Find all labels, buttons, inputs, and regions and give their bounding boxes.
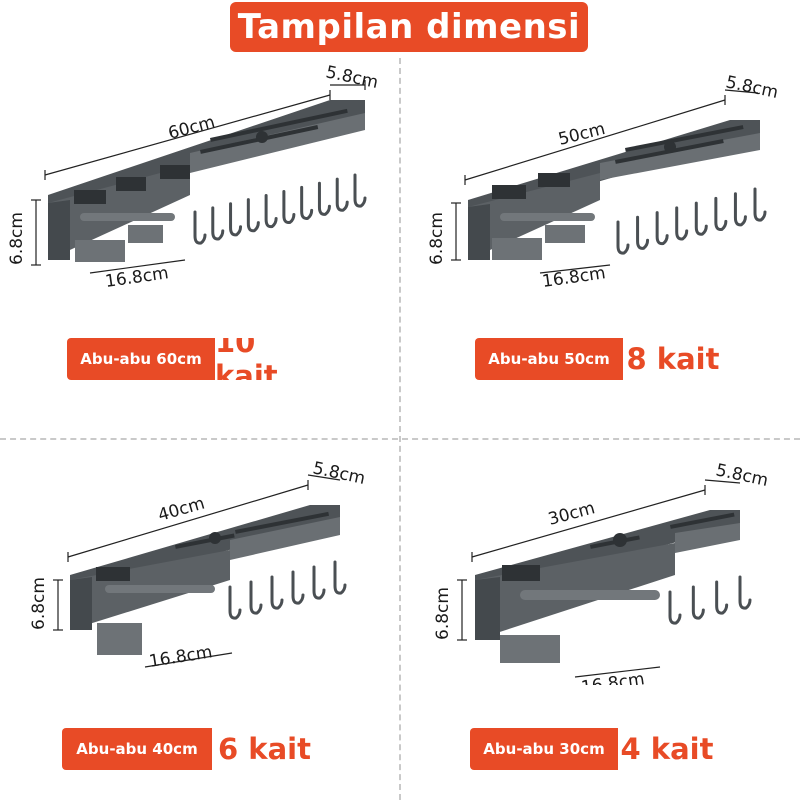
hook-5 xyxy=(312,565,326,600)
hook-3 xyxy=(655,211,669,246)
width-label-60cm: 16.8cm xyxy=(104,263,170,292)
depth-label-40cm: 5.8cm xyxy=(311,458,367,489)
hook-6 xyxy=(333,560,347,595)
hook-7 xyxy=(733,192,747,227)
rack-illustration-60cm: 60cm 5.8cm 6.8cm 16.8cm xyxy=(7,62,380,292)
rack-illustration-50cm: 50cm 5.8cm 6.8cm 16.8cm xyxy=(427,72,780,292)
variant-hooks-30cm: 4 kait xyxy=(618,728,716,770)
variant-label-30cm: Abu-abu 30cm 4 kait xyxy=(470,728,716,770)
variant-name-40cm: Abu-abu 40cm xyxy=(62,728,212,770)
height-label-40cm: 6.8cm xyxy=(29,577,49,630)
hook-4 xyxy=(246,198,260,233)
dimension-lines-40cm xyxy=(53,474,341,668)
depth-label-50cm: 5.8cm xyxy=(724,72,780,103)
hook-6 xyxy=(282,189,296,225)
height-label-60cm: 6.8cm xyxy=(7,212,27,265)
hook-7 xyxy=(300,185,314,220)
variant-name-30cm: Abu-abu 30cm xyxy=(470,728,618,770)
variant-hooks-40cm: 6 kait xyxy=(212,728,317,770)
hook-2 xyxy=(249,580,263,615)
width-label-40cm: 16.8cm xyxy=(148,642,214,672)
hook-9 xyxy=(335,177,349,212)
width-label-50cm: 16.8cm xyxy=(541,263,607,292)
hooks-30cm xyxy=(668,575,752,625)
rack-illustration-30cm: 30cm 5.8cm 6.8cm 16.8cm xyxy=(433,460,770,685)
hook-3 xyxy=(229,202,243,237)
length-label-40cm: 40cm xyxy=(156,493,207,525)
rack-body-30cm xyxy=(475,510,740,663)
variant-60cm-panel: 60cm 5.8cm 6.8cm 16.8cm Abu-abu 60cm 10 … xyxy=(0,55,400,435)
hook-4 xyxy=(738,575,752,610)
rack-illustration-40cm: 40cm 5.8cm 6.8cm 16.8cm xyxy=(29,458,367,672)
hook-1 xyxy=(193,210,207,245)
hooks-50cm xyxy=(616,187,767,255)
variant-40cm-panel: 40cm 5.8cm 6.8cm 16.8cm Abu-abu 40cm 6 k… xyxy=(0,445,400,800)
variant-name-60cm: Abu-abu 60cm xyxy=(67,338,215,380)
hook-6 xyxy=(714,196,728,232)
hook-4 xyxy=(291,570,305,605)
hook-4 xyxy=(675,206,689,241)
variant-label-60cm: Abu-abu 60cm 10 kait xyxy=(67,338,320,380)
hook-5 xyxy=(694,201,708,236)
hook-3 xyxy=(270,575,284,610)
variant-label-40cm: Abu-abu 40cm 6 kait xyxy=(62,728,317,770)
hook-1 xyxy=(228,585,242,620)
vertical-divider xyxy=(399,58,401,800)
depth-label-30cm: 5.8cm xyxy=(714,460,770,491)
dimension-lines-30cm xyxy=(457,479,741,678)
hook-1 xyxy=(668,590,682,625)
hook-2 xyxy=(636,215,650,250)
hook-2 xyxy=(691,585,705,620)
dimension-lines-50cm xyxy=(451,89,759,274)
variant-hooks-60cm: 10 kait xyxy=(215,338,320,380)
hook-3 xyxy=(715,580,729,615)
hook-2 xyxy=(211,206,225,241)
dimension-lines-60cm xyxy=(31,80,366,274)
page-title: Tampilan dimensi xyxy=(230,2,588,52)
rack-body-40cm xyxy=(70,505,340,655)
variant-name-50cm: Abu-abu 50cm xyxy=(475,338,623,380)
hook-1 xyxy=(616,220,630,255)
variant-hooks-50cm: 8 kait xyxy=(623,338,723,380)
hook-8 xyxy=(753,187,767,222)
length-label-50cm: 50cm xyxy=(556,119,607,150)
length-label-30cm: 30cm xyxy=(546,498,597,530)
variant-30cm-panel: 30cm 5.8cm 6.8cm 16.8cm Abu-abu 30cm 4 k… xyxy=(400,445,800,800)
rack-body-50cm xyxy=(468,120,760,260)
width-label-30cm: 16.8cm xyxy=(580,669,646,685)
length-label-60cm: 60cm xyxy=(166,112,217,144)
hook-8 xyxy=(317,181,331,216)
page-title-text: Tampilan dimensi xyxy=(237,7,581,47)
depth-label-60cm: 5.8cm xyxy=(324,62,380,93)
variant-50cm-panel: 50cm 5.8cm 6.8cm 16.8cm Abu-abu 50cm 8 k… xyxy=(400,55,800,435)
hook-10 xyxy=(353,173,367,208)
hooks-40cm xyxy=(228,560,347,620)
variant-label-50cm: Abu-abu 50cm 8 kait xyxy=(475,338,723,380)
height-label-30cm: 6.8cm xyxy=(433,587,453,640)
rack-body-60cm xyxy=(48,100,365,262)
height-label-50cm: 6.8cm xyxy=(427,212,447,265)
hooks-60cm xyxy=(193,173,367,245)
hook-5 xyxy=(264,194,278,229)
